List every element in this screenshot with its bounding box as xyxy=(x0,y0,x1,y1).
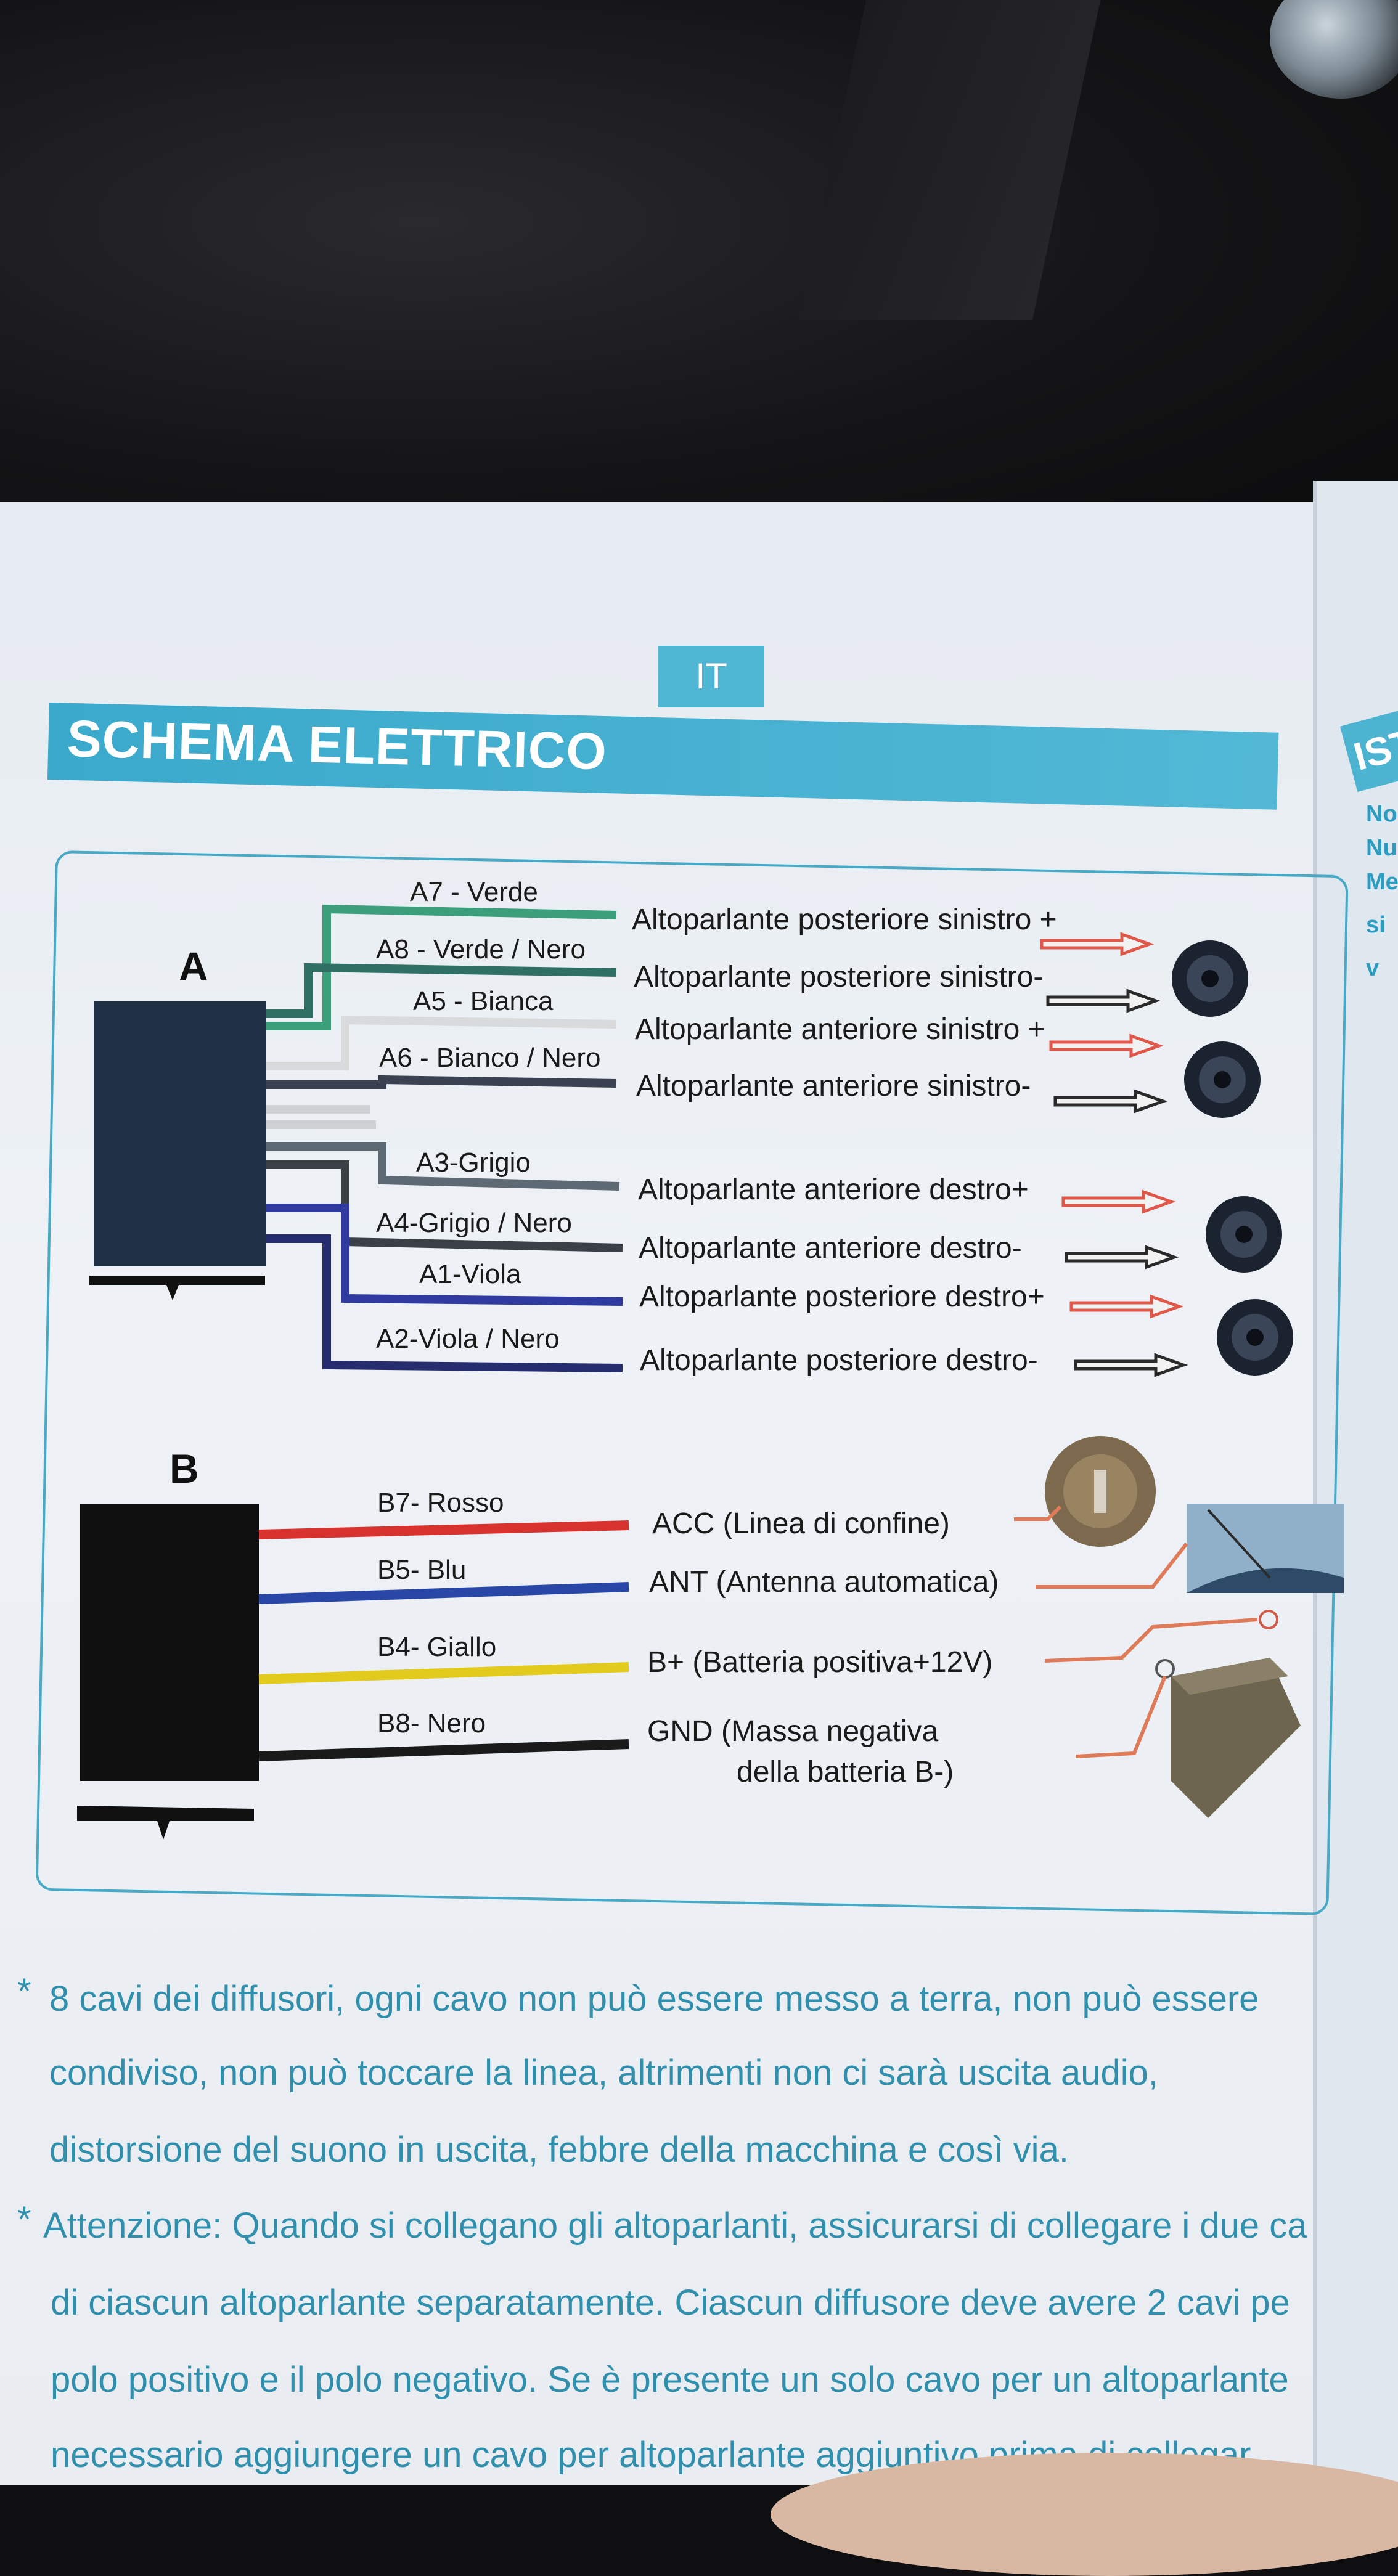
wiring-diagram xyxy=(77,904,1344,1840)
wire-label: B7- Rosso xyxy=(377,1488,504,1518)
next-page-text: Nur xyxy=(1366,835,1398,861)
wire-label: B8- Nero xyxy=(377,1708,486,1738)
wire-description: Altoparlante anteriore destro+ xyxy=(638,1173,1029,1206)
wire-label: A4-Grigio / Nero xyxy=(376,1208,572,1238)
wire-a-4 xyxy=(266,1075,617,1089)
connector-b-wires xyxy=(258,1520,629,1761)
next-page-text: Me xyxy=(1366,869,1398,895)
wire-label: A8 - Verde / Nero xyxy=(376,934,586,964)
connector-a-letter: A xyxy=(179,944,208,989)
wire-label: A1-Viola xyxy=(419,1259,521,1289)
wire-b-1 xyxy=(258,1520,629,1539)
wire-label: A2-Viola / Nero xyxy=(376,1324,560,1354)
wire-description: Altoparlante posteriore destro- xyxy=(640,1344,1038,1377)
wire-description: Altoparlante posteriore sinistro- xyxy=(634,961,1044,993)
connector-a-wires xyxy=(266,904,623,1372)
speaker-icon xyxy=(1184,1041,1261,1118)
car-antenna-icon xyxy=(1036,1504,1344,1593)
arrow-icon xyxy=(1046,988,1161,1013)
arrow-icon xyxy=(1065,1245,1179,1270)
speaker-icon xyxy=(1206,1196,1282,1273)
wire-description: Altoparlante posteriore sinistro + xyxy=(632,903,1057,936)
wire-b-3 xyxy=(258,1662,629,1684)
note-line: Attenzione: Quando si collegano gli alto… xyxy=(43,2206,1307,2246)
wire-a-6 xyxy=(266,1160,623,1252)
wire-b-2 xyxy=(258,1582,629,1604)
finger-background xyxy=(771,2453,1398,2576)
connector-a-block xyxy=(94,1001,266,1266)
arrow-icon xyxy=(1074,1353,1188,1377)
connector-b-block xyxy=(80,1504,259,1781)
wire-description: ACC (Linea di confine) xyxy=(652,1507,950,1540)
arrow-icon xyxy=(1053,1089,1168,1114)
note-bullet: * xyxy=(17,1971,31,2011)
connector-b-clip xyxy=(77,1806,254,1840)
wire-label: A7 - Verde xyxy=(410,877,538,907)
language-badge: IT xyxy=(658,646,764,707)
wire-description-continued: della batteria B-) xyxy=(737,1756,954,1788)
wire-description: Altoparlante anteriore sinistro- xyxy=(636,1070,1031,1103)
wire-a-2 xyxy=(266,963,617,1018)
connector-a-clip xyxy=(89,1276,265,1300)
wire-label: A6 - Bianco / Nero xyxy=(379,1043,601,1073)
wire-description: Altoparlante anteriore destro- xyxy=(639,1232,1022,1265)
speaker-arrows xyxy=(1040,932,1188,1377)
note-line: condiviso, non può toccare la linea, alt… xyxy=(49,2053,1159,2093)
next-page-text: Nom xyxy=(1366,801,1398,827)
speaker-icon xyxy=(1172,940,1248,1017)
note-line: 8 cavi dei diffusori, ogni cavo non può … xyxy=(49,1979,1259,2019)
wire-label: A3-Grigio xyxy=(416,1147,531,1178)
next-page-text: v xyxy=(1366,955,1380,981)
connector-b-letter: B xyxy=(170,1446,199,1491)
arrow-icon xyxy=(1061,1189,1176,1214)
wire-a-3 xyxy=(266,1015,617,1070)
wire-description: ANT (Antenna automatica) xyxy=(649,1566,999,1599)
car-seat-background xyxy=(0,0,1398,555)
wire-description: Altoparlante anteriore sinistro + xyxy=(635,1013,1045,1046)
manual-page xyxy=(0,502,1398,2485)
battery-icon xyxy=(1044,1610,1301,1818)
wire-label: B5- Blu xyxy=(377,1555,467,1585)
wire-a-8 xyxy=(266,1234,623,1372)
wire-b-4 xyxy=(258,1739,629,1761)
wire-label: A5 - Bianca xyxy=(413,986,554,1016)
next-page-edge: IST Nom Nur Me si v xyxy=(1313,481,1398,2514)
ignition-key-icon xyxy=(1014,1436,1156,1547)
wire-description: GND (Massa negativa xyxy=(647,1715,939,1748)
arrow-icon xyxy=(1069,1294,1184,1319)
next-page-text: si xyxy=(1366,912,1386,938)
speaker-icon xyxy=(1217,1299,1293,1376)
wire-label: B4- Giallo xyxy=(377,1632,497,1662)
arrow-icon xyxy=(1040,932,1155,956)
note-line: di ciascun altoparlante separatamente. C… xyxy=(51,2283,1290,2323)
wire-description: Altoparlante posteriore destro+ xyxy=(639,1281,1045,1313)
arrow-icon xyxy=(1049,1033,1164,1058)
wire-a-5 xyxy=(266,1142,620,1191)
wire-description: B+ (Batteria positiva+12V) xyxy=(647,1646,993,1679)
note-line: polo positivo e il polo negativo. Se è p… xyxy=(51,2360,1289,2400)
note-line: distorsione del suono in uscita, febbre … xyxy=(49,2130,1069,2170)
wire-a-7 xyxy=(266,1204,623,1306)
note-bullet: * xyxy=(17,2199,31,2240)
